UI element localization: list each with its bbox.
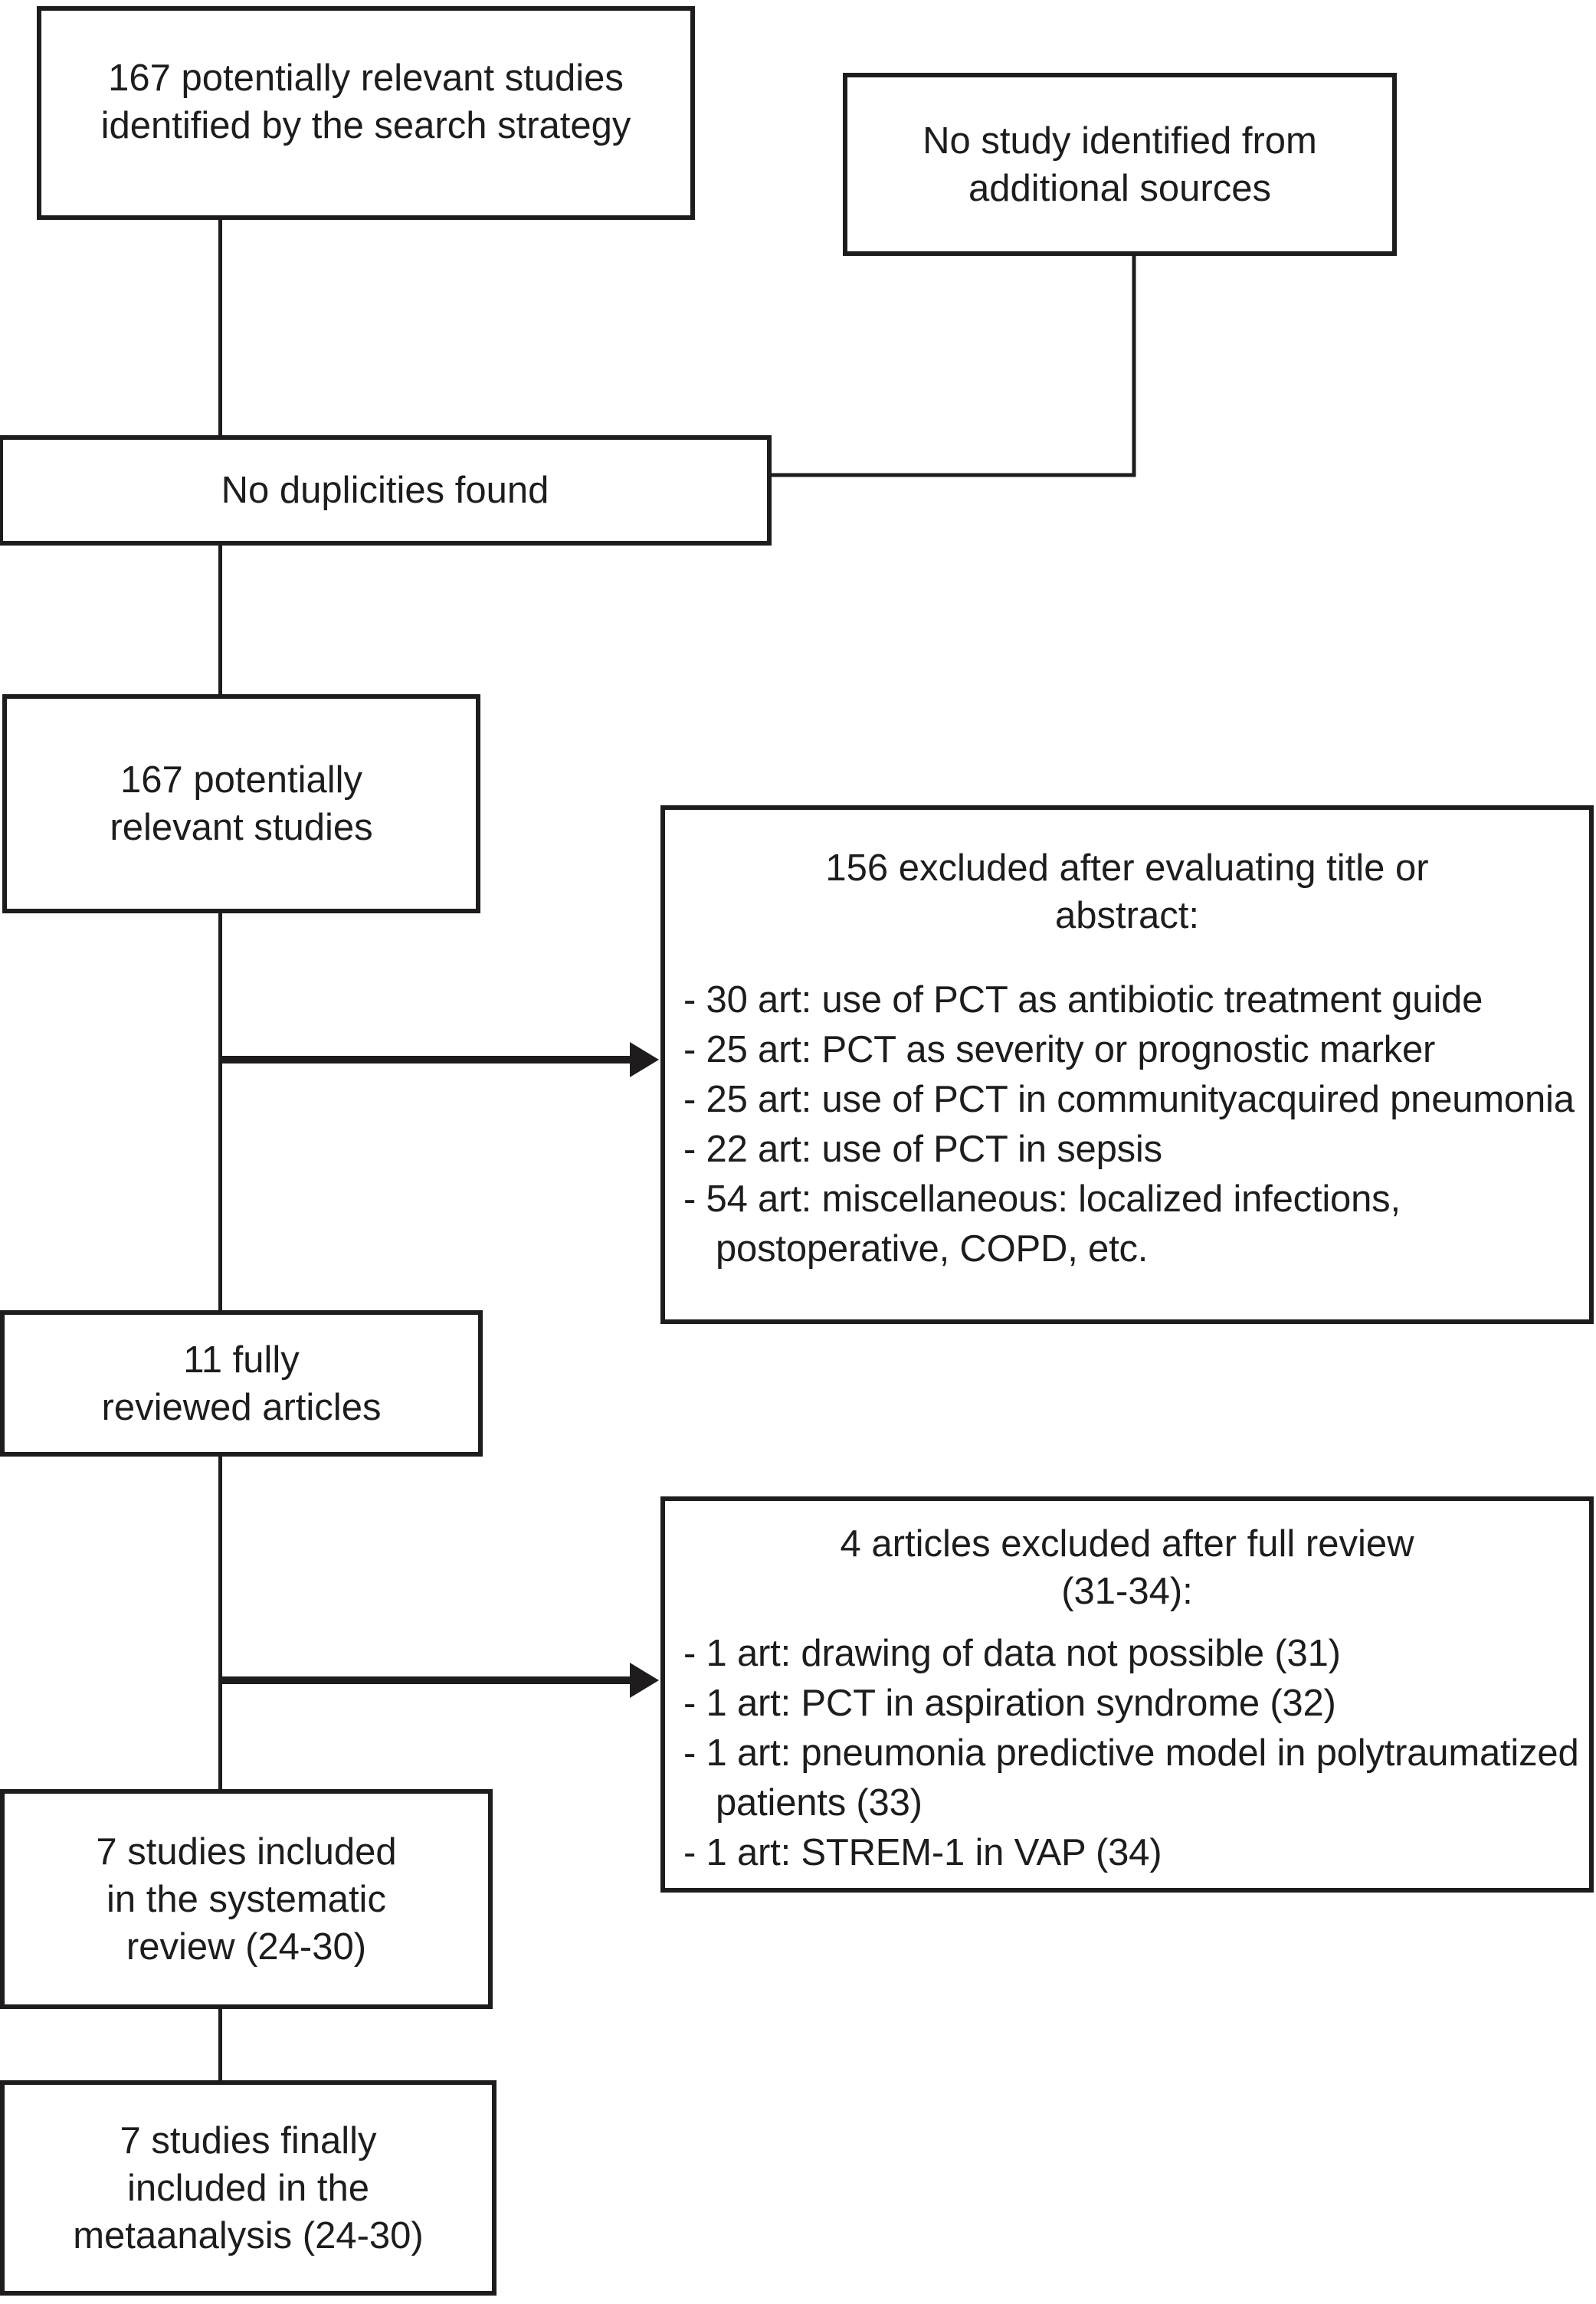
box-relevant-studies: 167 potentially relevant studies: [2, 694, 480, 913]
box-text-line: 11 fully: [183, 1339, 300, 1381]
box-fully-reviewed: 11 fully reviewed articles: [0, 1310, 483, 1457]
box-no-duplicities: No duplicities found: [0, 435, 772, 546]
box-text-line: 156 excluded after evaluating title or: [825, 847, 1429, 889]
box-text-line: 167 potentially: [120, 759, 362, 801]
box-text-line: No study identified from: [923, 120, 1317, 162]
connector-additional-to-duplicities: [769, 254, 1136, 477]
box-text-line: review (24-30): [126, 1925, 367, 1968]
box-metaanalysis: 7 studies finally included in the metaan…: [0, 2080, 496, 2296]
exclusion-item: - 1 art: PCT in aspiration syndrome (32): [683, 1683, 1336, 1724]
box-text-line: 7 studies finally: [120, 2119, 377, 2161]
box-text-line: abstract:: [1055, 895, 1199, 936]
exclusion-item: - 30 art: use of PCT as antibiotic treat…: [683, 979, 1483, 1021]
exclusion-item: - 25 art: PCT as severity or prognostic …: [683, 1029, 1436, 1070]
arrow-to-excluded-abstract-head: [630, 1042, 659, 1077]
box-text-line: metaanalysis (24-30): [73, 2214, 424, 2256]
exclusion-box-title: 156 excluded after evaluating title or a…: [665, 844, 1589, 939]
exclusion-item: - 22 art: use of PCT in sepsis: [683, 1129, 1162, 1170]
box-text-line: in the systematic: [107, 1878, 386, 1920]
exclusion-box-title: 4 articles excluded after full review (3…: [665, 1520, 1589, 1615]
box-excluded-title-abstract: 156 excluded after evaluating title or a…: [660, 805, 1594, 1324]
exclusion-item: - 1 art: drawing of data not possible (3…: [683, 1633, 1341, 1674]
box-text-line: No duplicities found: [221, 470, 549, 511]
box-text-line: 4 articles excluded after full review: [840, 1523, 1414, 1565]
exclusion-item-list: - 30 art: use of PCT as antibiotic treat…: [665, 975, 1589, 1274]
exclusion-item: - 1 art: STREM-1 in VAP (34): [683, 1832, 1162, 1873]
box-text-line: additional sources: [968, 167, 1271, 209]
box-text-line: included in the: [126, 2167, 369, 2209]
box-systematic-review: 7 studies included in the systematic rev…: [0, 1789, 493, 2009]
box-text-line: relevant studies: [110, 807, 373, 848]
exclusion-item: - 1 art: pneumonia predictive model in p…: [683, 1732, 1579, 1824]
box-text-line: (31-34):: [1061, 1571, 1193, 1612]
box-text-line: 7 studies included: [96, 1830, 397, 1873]
box-text-line: reviewed articles: [101, 1386, 382, 1428]
exclusion-item: - 25 art: use of PCT in communityacquire…: [683, 1079, 1575, 1120]
exclusion-item-list: - 1 art: drawing of data not possible (3…: [665, 1629, 1589, 1878]
box-excluded-full-review: 4 articles excluded after full review (3…: [660, 1496, 1594, 1893]
box-identified-studies: 167 potentially relevant studies identif…: [37, 6, 695, 220]
box-additional-sources: No study identified from additional sour…: [843, 73, 1397, 256]
arrow-to-excluded-full-head: [630, 1663, 659, 1698]
box-text-line: identified by the search strategy: [100, 104, 631, 146]
exclusion-item: - 54 art: miscellaneous: localized infec…: [683, 1178, 1401, 1270]
box-text-line: 167 potentially relevant studies: [108, 57, 624, 99]
